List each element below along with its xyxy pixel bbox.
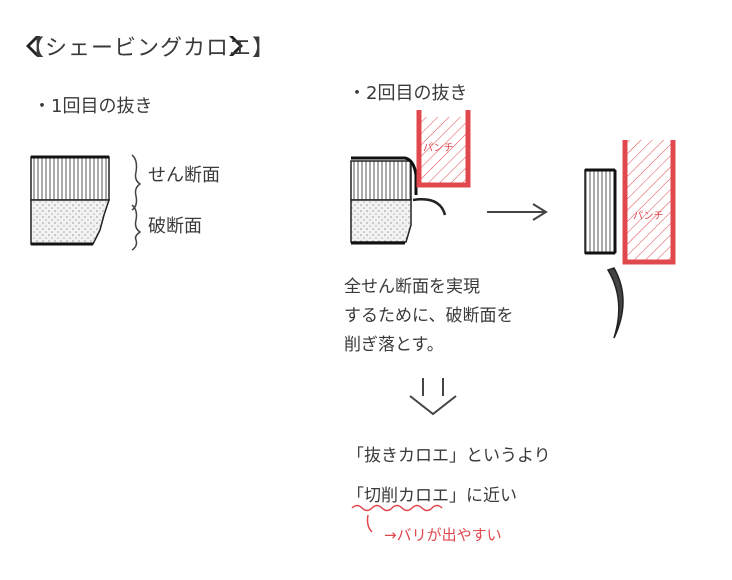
punch-second-blank <box>416 110 471 188</box>
explanation-line: 削ぎ落とす。 <box>344 335 444 355</box>
explanation-line: するために、破断面を <box>344 306 514 326</box>
conclusion-line-1: 「抜きカロエ」というより <box>347 446 551 466</box>
explanation-line: 全せん断面を実現 <box>344 277 480 297</box>
workpiece-second-blank <box>350 156 447 245</box>
page-title: 【シェービングカロエ】 <box>22 36 276 61</box>
brace-fracture <box>131 204 142 251</box>
title-brackets <box>26 36 243 56</box>
explanation-note: 全せん断面を実現 するために、破断面を 削ぎ落とす。 <box>344 273 544 360</box>
arrow-down-icon <box>409 378 457 416</box>
label-fracture-surface: 破断面 <box>148 216 202 237</box>
punch-label-after: パンチ <box>633 211 664 222</box>
step1-label: ・1回目の抜き <box>33 96 153 117</box>
punch-label: パンチ <box>423 143 454 154</box>
conclusion-line-2: 「切削カロエ」に近い <box>347 486 517 506</box>
label-shear-surface: せん断面 <box>148 165 220 186</box>
punch-after-shaving <box>622 140 676 265</box>
arrow-right-icon <box>487 203 548 221</box>
workpiece-first-blank <box>30 155 111 246</box>
burr-warning: →バリが出やすい <box>384 526 502 544</box>
workpiece-after-shaving <box>584 168 617 255</box>
brace-shear <box>131 154 142 211</box>
shaved-chip <box>606 267 624 339</box>
wavy-underline <box>351 504 443 533</box>
step2-label: ・2回目の抜き <box>348 83 468 104</box>
